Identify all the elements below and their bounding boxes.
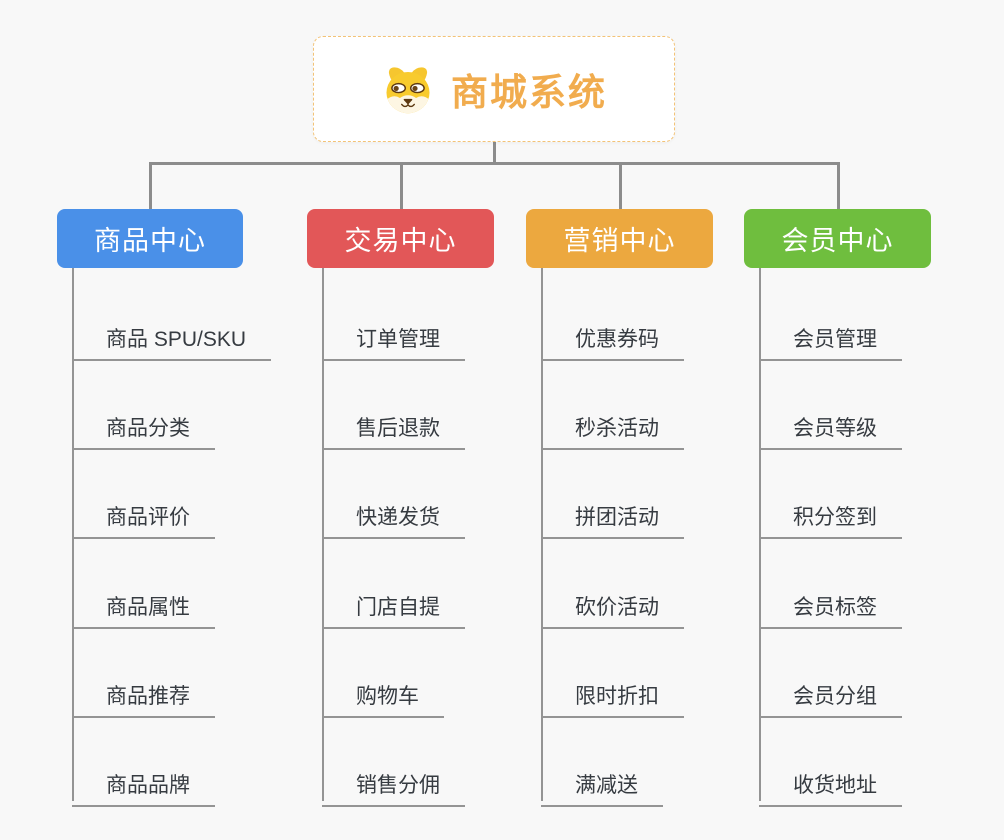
- leaf-node[interactable]: 会员管理: [759, 311, 902, 361]
- leaf-node[interactable]: 商品评价: [72, 489, 215, 539]
- branch-drop-connector: [837, 162, 840, 209]
- branch-column-connector: [759, 268, 761, 801]
- leaf-node[interactable]: 门店自提: [322, 579, 465, 629]
- leaf-node[interactable]: 商品分类: [72, 400, 215, 450]
- leaf-node[interactable]: 会员分组: [759, 668, 902, 718]
- leaf-node[interactable]: 购物车: [322, 668, 444, 718]
- leaf-node[interactable]: 拼团活动: [541, 489, 684, 539]
- branch-product-center[interactable]: 商品中心: [57, 209, 243, 268]
- leaf-node[interactable]: 优惠券码: [541, 311, 684, 361]
- leaf-node[interactable]: 砍价活动: [541, 579, 684, 629]
- leaf-node[interactable]: 秒杀活动: [541, 400, 684, 450]
- dog-icon: [386, 67, 430, 114]
- leaf-node[interactable]: 销售分佣: [322, 757, 465, 807]
- leaf-node[interactable]: 会员标签: [759, 579, 902, 629]
- branch-trade-center[interactable]: 交易中心: [307, 209, 494, 268]
- branch-column-connector: [72, 268, 74, 801]
- leaf-node[interactable]: 售后退款: [322, 400, 465, 450]
- leaf-node[interactable]: 商品品牌: [72, 757, 215, 807]
- branch-drop-connector: [400, 162, 403, 209]
- root-node[interactable]: 商城系统: [313, 36, 675, 142]
- leaf-node[interactable]: 商品属性: [72, 579, 215, 629]
- branch-drop-connector: [149, 162, 152, 209]
- root-stem-connector: [493, 140, 496, 165]
- leaf-node[interactable]: 限时折扣: [541, 668, 684, 718]
- leaf-node[interactable]: 订单管理: [322, 311, 465, 361]
- leaf-node[interactable]: 商品推荐: [72, 668, 215, 718]
- root-title: 商城系统: [451, 72, 607, 113]
- branch-bus-connector: [149, 162, 838, 165]
- leaf-node[interactable]: 快递发货: [322, 489, 465, 539]
- branch-member-center[interactable]: 会员中心: [744, 209, 931, 268]
- leaf-node[interactable]: 收货地址: [759, 757, 902, 807]
- branch-column-connector: [541, 268, 543, 801]
- leaf-node[interactable]: 积分签到: [759, 489, 902, 539]
- branch-marketing-center[interactable]: 营销中心: [526, 209, 713, 268]
- branch-drop-connector: [619, 162, 622, 209]
- leaf-node[interactable]: 会员等级: [759, 400, 902, 450]
- branch-column-connector: [322, 268, 324, 801]
- leaf-node[interactable]: 满减送: [541, 757, 663, 807]
- leaf-node[interactable]: 商品 SPU/SKU: [72, 311, 272, 361]
